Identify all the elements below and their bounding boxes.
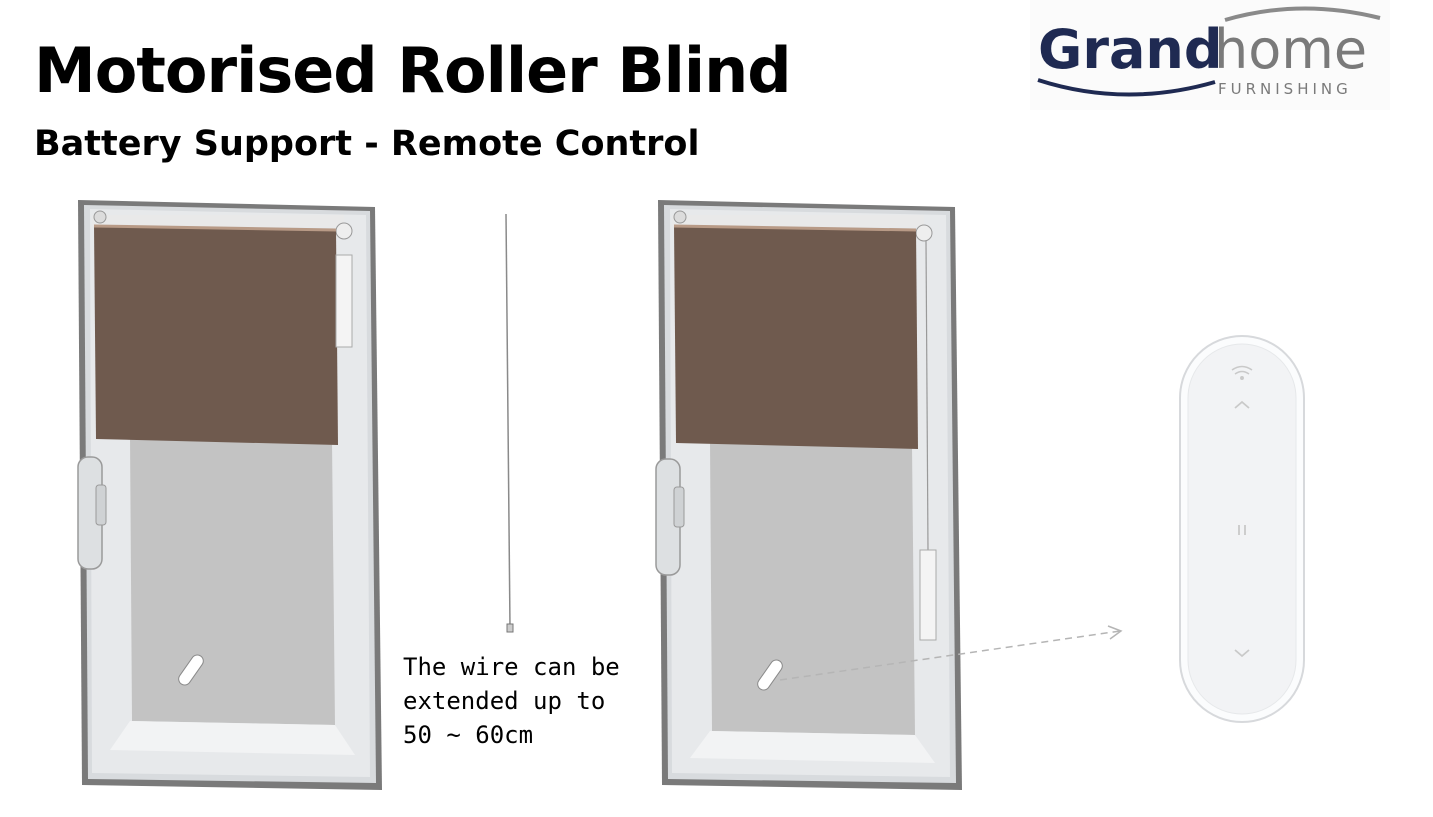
wire-extension-note: The wire can be extended up to 50 ~ 60cm (403, 650, 663, 752)
page-title: Motorised Roller Blind (34, 34, 792, 107)
logo-brand-part1: Grand (1038, 18, 1223, 81)
note-line: extended up to (403, 687, 606, 715)
wifi-icon (1231, 365, 1253, 380)
window-left-illustration (77, 200, 382, 790)
pause-icon (1238, 525, 1246, 535)
extension-wire (505, 213, 514, 633)
page-subtitle: Battery Support - Remote Control (34, 124, 700, 164)
note-line: The wire can be (403, 653, 620, 681)
grandhome-logo: Grand home FURNISHING (1030, 0, 1390, 110)
signal-arrow (779, 625, 1123, 681)
logo-tagline: FURNISHING (1218, 80, 1352, 98)
window-right-illustration (655, 200, 962, 790)
chevron-up-icon (1234, 400, 1250, 409)
logo-brand-part2: home (1214, 18, 1367, 81)
remote-control (1179, 335, 1305, 723)
note-line: 50 ~ 60cm (403, 721, 534, 749)
chevron-down-icon (1234, 649, 1250, 658)
